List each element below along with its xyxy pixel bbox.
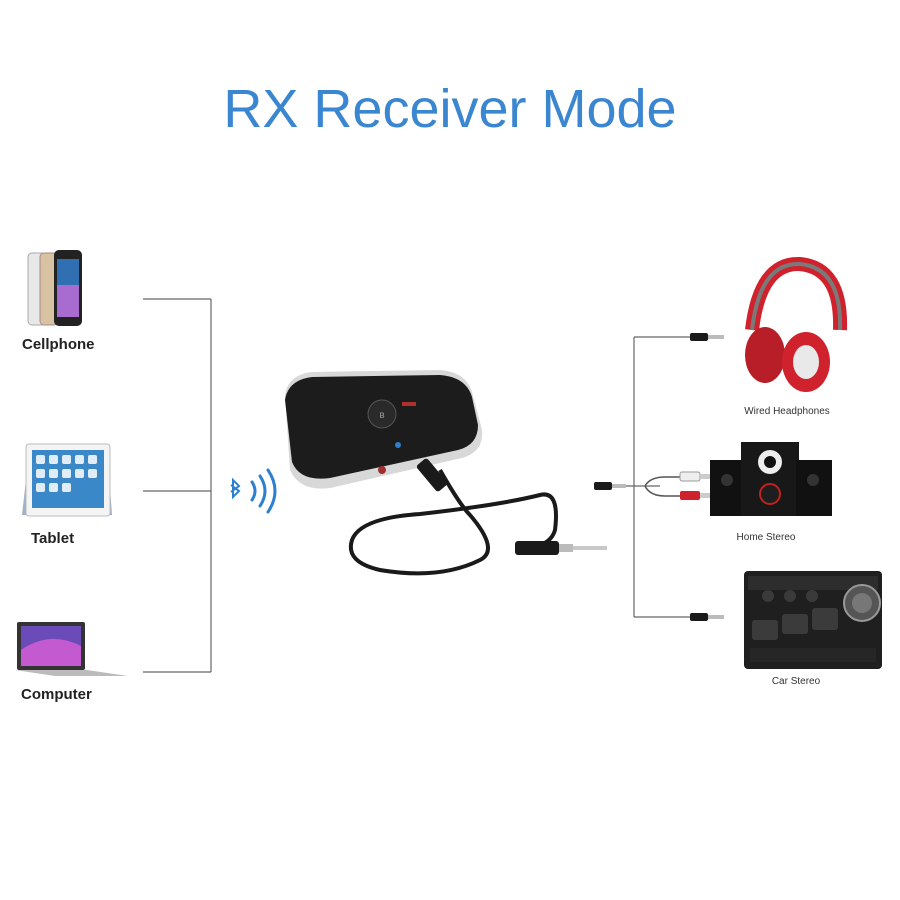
source-label-cellphone: Cellphone bbox=[22, 336, 95, 353]
jack-plug-icon bbox=[594, 333, 724, 621]
svg-text:ʙ: ʙ bbox=[379, 410, 384, 421]
rca-plug-icon bbox=[644, 471, 710, 500]
left-connector-lines bbox=[143, 298, 212, 673]
source-label-tablet: Tablet bbox=[31, 530, 75, 547]
cellphone-icon bbox=[27, 250, 82, 326]
signal-waves-icon bbox=[250, 468, 277, 514]
output-label-home-stereo: Home Stereo bbox=[736, 532, 796, 543]
output-label-headphones: Wired Headphones bbox=[744, 406, 830, 417]
car-stereo-icon bbox=[744, 571, 882, 669]
output-label-car-stereo: Car Stereo bbox=[771, 676, 821, 687]
laptop-icon bbox=[15, 622, 128, 676]
speaker-icon bbox=[710, 442, 832, 516]
headphones-icon bbox=[745, 257, 848, 392]
source-label-computer: Computer bbox=[21, 686, 92, 703]
tablet-icon bbox=[22, 443, 112, 517]
audio-cable bbox=[348, 458, 607, 576]
bluetooth-icon bbox=[230, 477, 241, 500]
page-title: RX Receiver Mode bbox=[223, 79, 677, 139]
bluetooth-receiver-device: ʙ bbox=[285, 370, 483, 489]
